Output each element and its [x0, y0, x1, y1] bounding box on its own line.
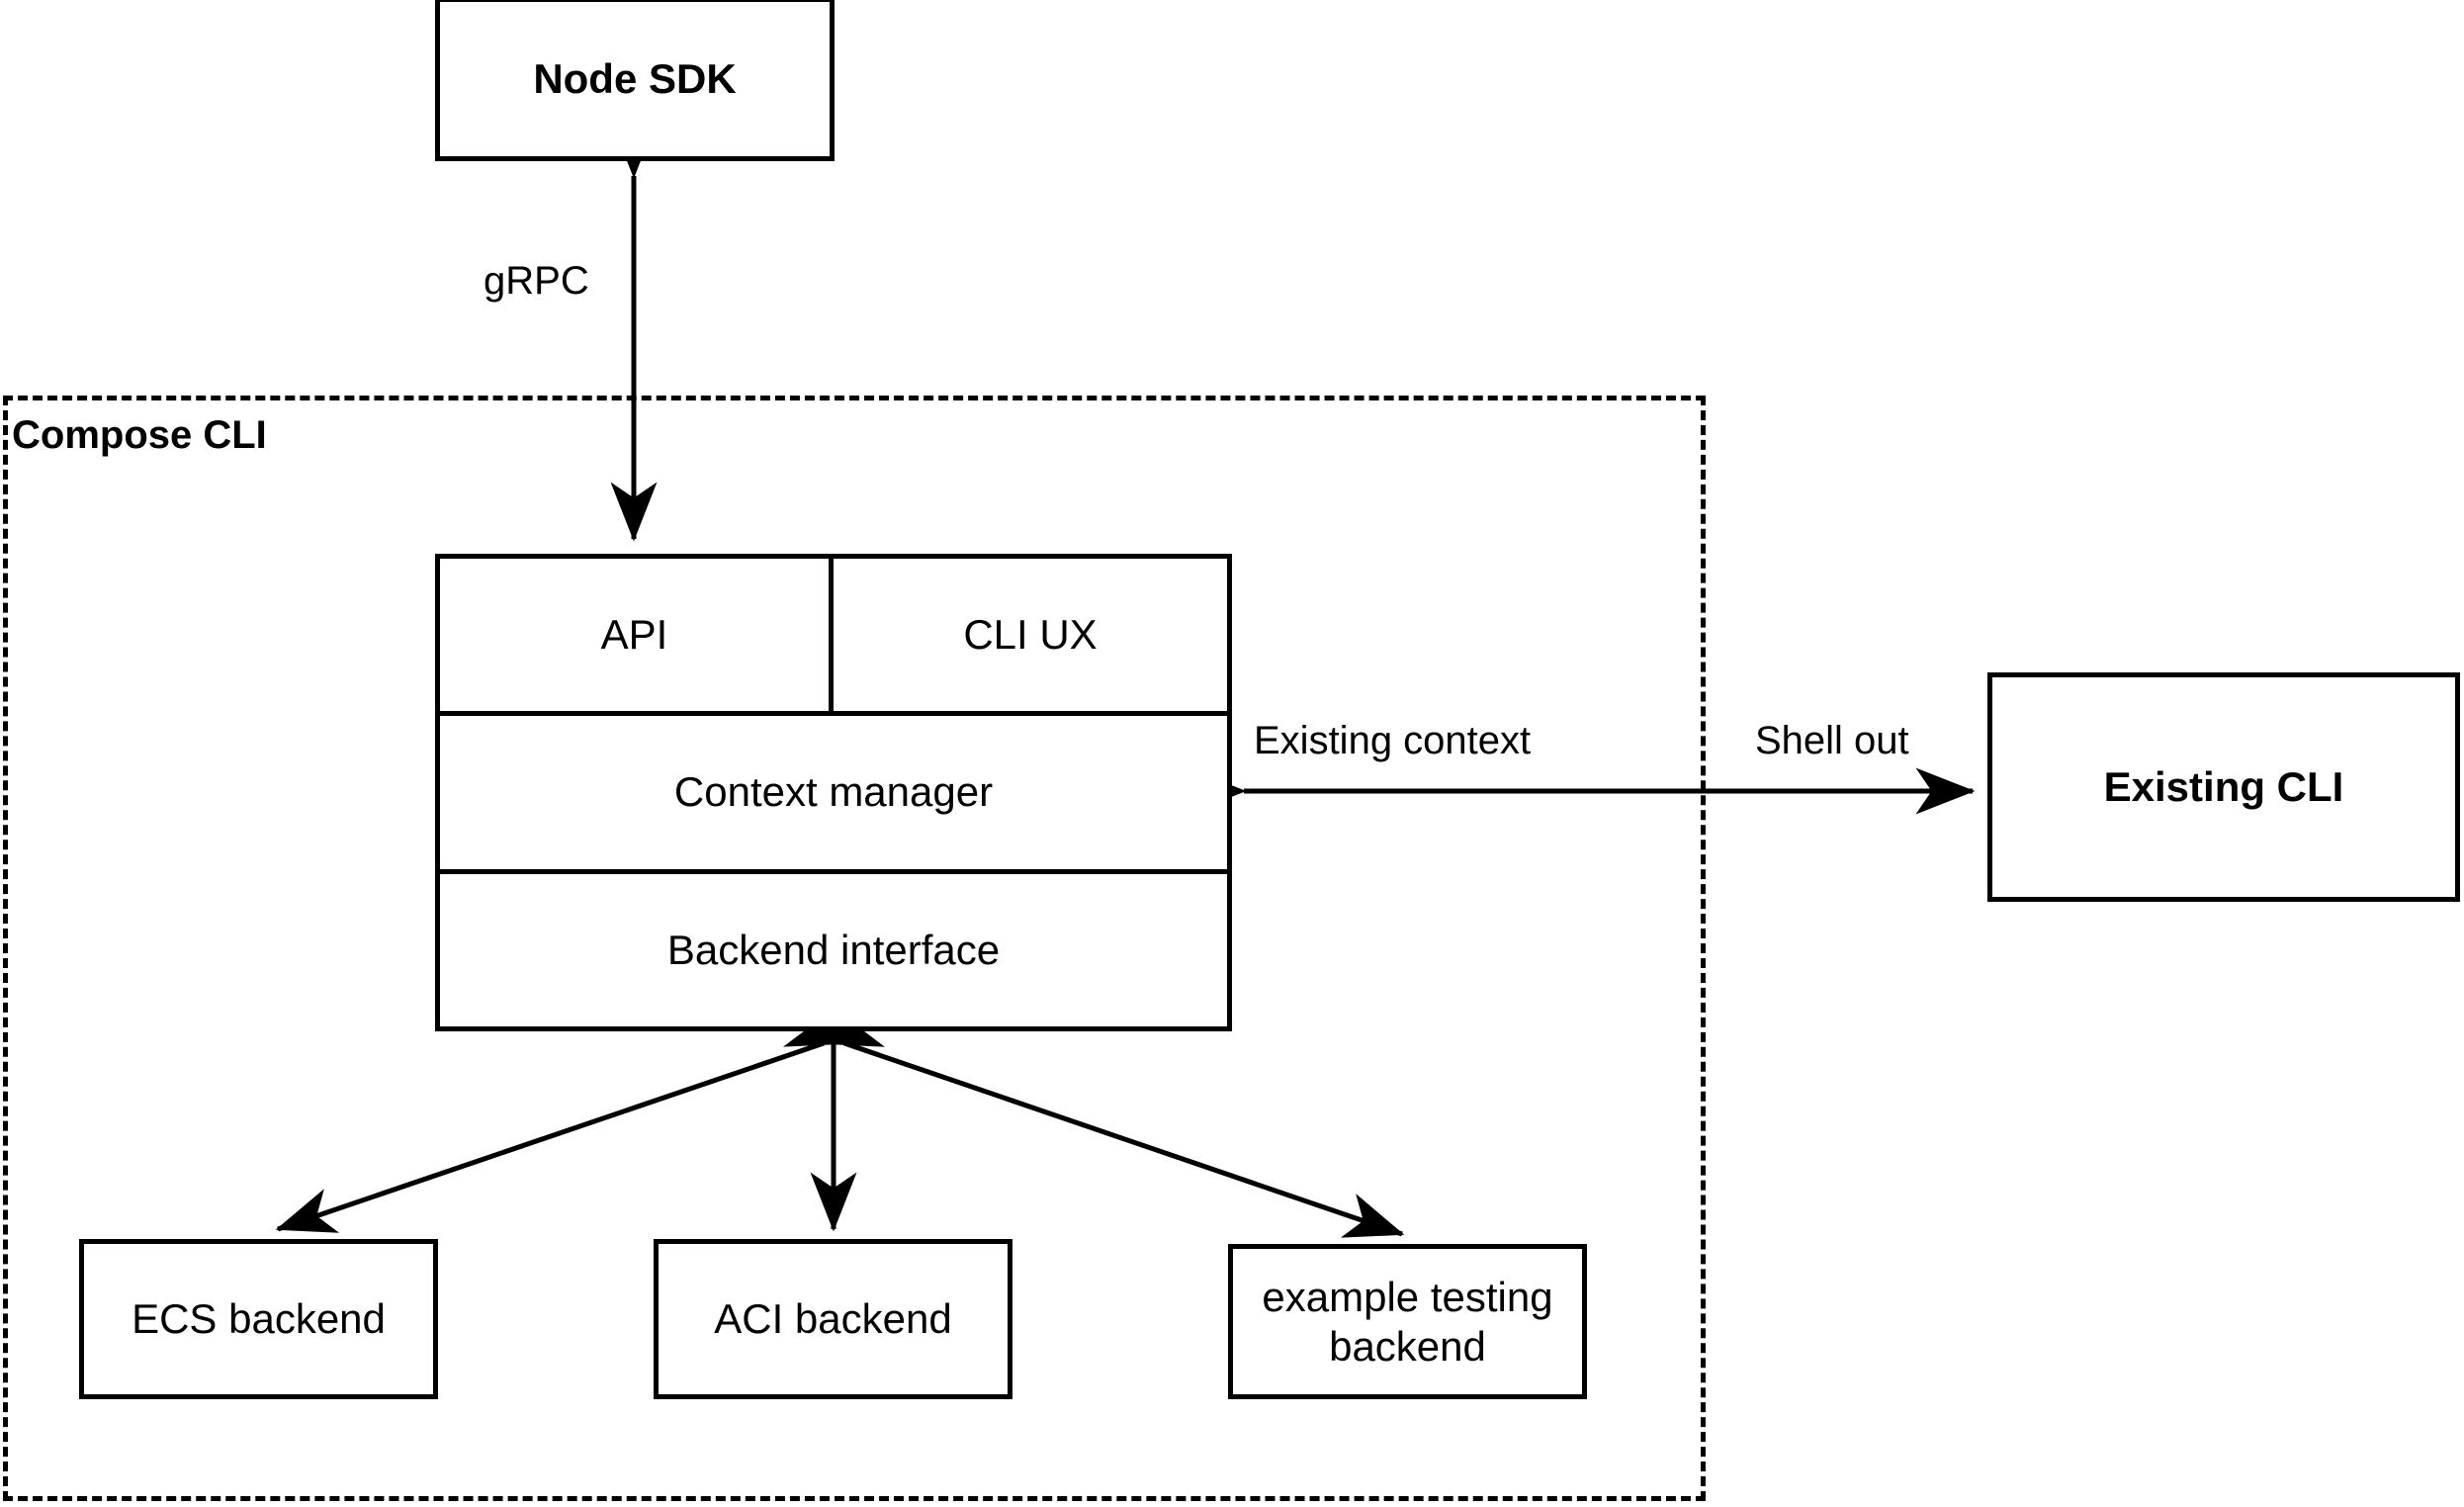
aci-backend-label: ACI backend [714, 1295, 952, 1343]
compose-cli-group [3, 396, 1706, 1501]
api-label: API [600, 611, 668, 659]
ecs-backend-label: ECS backend [132, 1295, 386, 1343]
api-cell[interactable]: API [440, 559, 834, 712]
backend-interface-cell[interactable]: Backend interface [440, 874, 1227, 1026]
context-manager-cell[interactable]: Context manager [440, 716, 1227, 868]
example-testing-backend-label-line2: backend [1329, 1322, 1486, 1370]
cli-ux-cell[interactable]: CLI UX [834, 559, 1227, 711]
example-testing-backend-label-line1: example testing [1262, 1273, 1553, 1320]
node-sdk-box[interactable]: Node SDK [435, 0, 835, 161]
stack-row-backend-interface: Backend interface [440, 874, 1227, 1026]
shell-out-edge-label: Shell out [1755, 719, 1909, 762]
ecs-backend-box[interactable]: ECS backend [79, 1239, 438, 1399]
aci-backend-box[interactable]: ACI backend [654, 1239, 1012, 1399]
cli-ux-label: CLI UX [963, 611, 1098, 659]
existing-cli-box[interactable]: Existing CLI [1987, 672, 2460, 902]
existing-cli-label: Existing CLI [2103, 763, 2344, 811]
node-sdk-label: Node SDK [533, 55, 737, 103]
stack-row-context-manager: Context manager [440, 716, 1227, 874]
grpc-edge-label: gRPC [484, 259, 589, 303]
existing-context-edge-label: Existing context [1254, 719, 1532, 762]
stack-row-api-cliux: API CLI UX [440, 559, 1227, 717]
compose-cli-group-label: Compose CLI [12, 413, 267, 457]
example-testing-backend-box[interactable]: example testing backend [1228, 1244, 1587, 1399]
context-manager-label: Context manager [673, 768, 994, 816]
backend-interface-label: Backend interface [666, 926, 1001, 973]
compose-cli-stack: API CLI UX Context manager Backend inter… [435, 554, 1232, 1031]
